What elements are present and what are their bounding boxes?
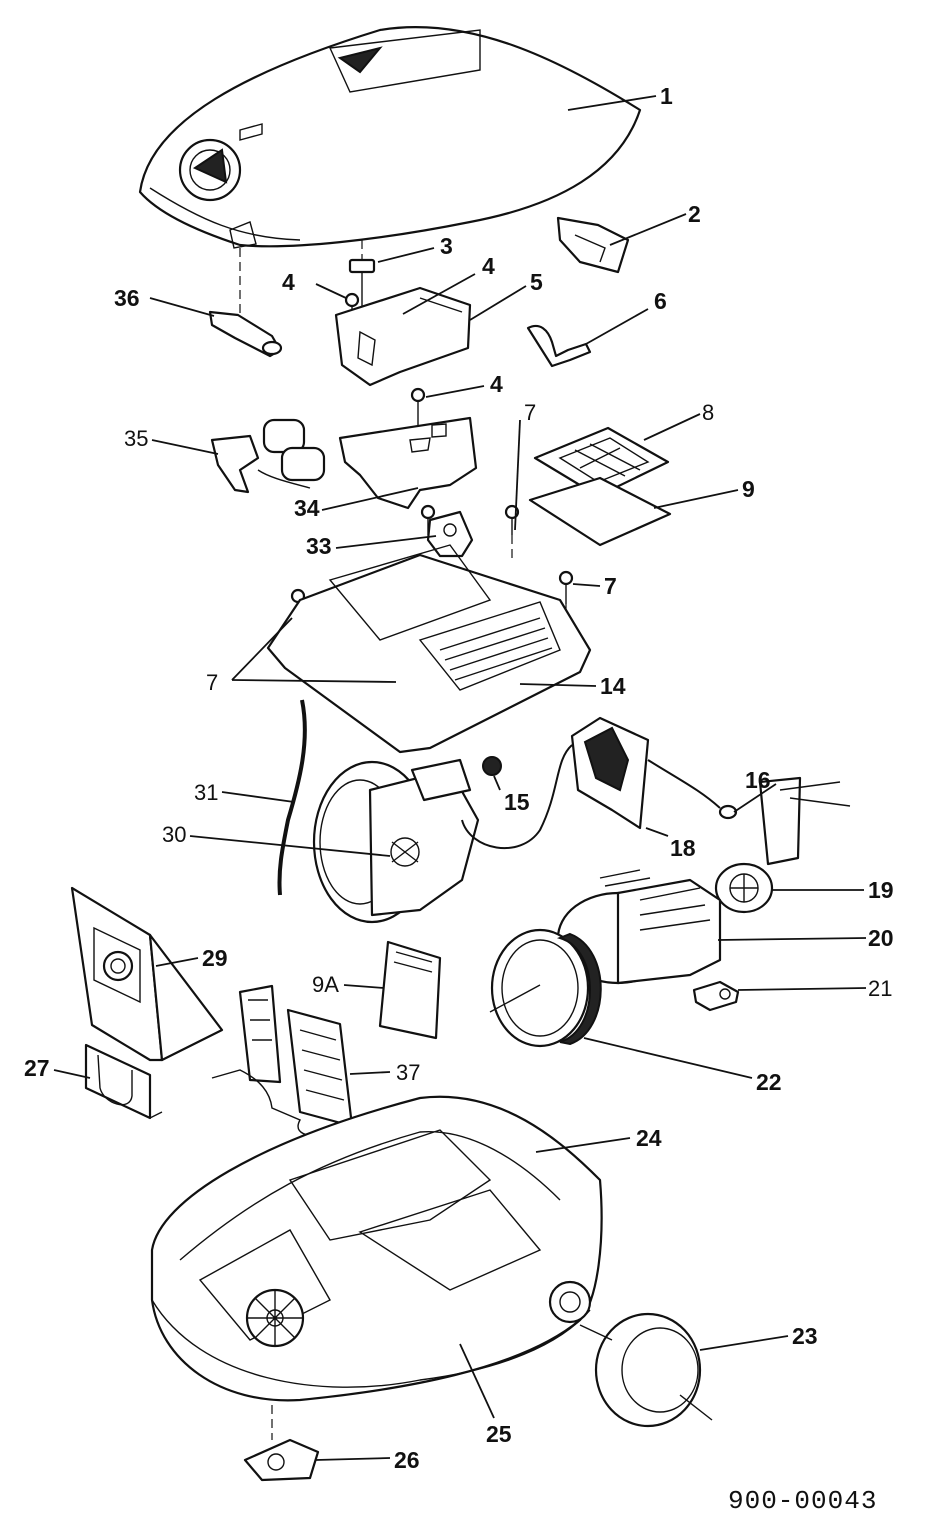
- part-22-motor-ring: [489, 928, 602, 1048]
- callout-27: 27: [24, 1055, 50, 1081]
- part-1-top-cover: [138, 26, 642, 249]
- callout-23: 23: [792, 1323, 818, 1349]
- part-7-screw: [420, 504, 436, 535]
- part-31-gasket: [277, 699, 307, 896]
- callout-31: 31: [194, 780, 218, 805]
- part-21-carbon-brush: [692, 980, 740, 1012]
- callout-21: 21: [868, 976, 892, 1001]
- callout-4: 4: [482, 253, 495, 279]
- part-7-screw: [504, 504, 520, 535]
- callout-18: 18: [670, 835, 696, 861]
- callout-36: 36: [114, 285, 140, 311]
- callout-7: 7: [206, 670, 218, 695]
- part-4-screw: [410, 387, 426, 425]
- callout-25: 25: [486, 1421, 512, 1447]
- callout-30: 30: [162, 822, 186, 847]
- part-16-cord: [647, 759, 851, 866]
- callout-7: 7: [604, 573, 617, 599]
- part-33-latch: [426, 510, 474, 558]
- callout-29: 29: [202, 945, 228, 971]
- part-24-25-base-housing: [150, 1095, 603, 1402]
- part-34-plate: [338, 416, 478, 510]
- part-29-dust-bag: [70, 886, 224, 1062]
- callout-7: 7: [524, 400, 536, 425]
- part-9a-filter: [378, 940, 442, 1040]
- wire: [461, 744, 573, 849]
- callout-5: 5: [530, 269, 543, 295]
- callout-9: 9: [742, 476, 755, 502]
- part-27-bag-holder: [84, 1043, 163, 1120]
- callout-9a: 9A: [312, 972, 339, 997]
- callout-37: 37: [396, 1060, 420, 1085]
- part-2-latch: [556, 216, 630, 274]
- part-20-motor: [556, 869, 722, 985]
- part-7-screw: [558, 570, 574, 604]
- part-5-bracket: [334, 286, 472, 387]
- callout-1: 1: [660, 83, 673, 109]
- part-30-cord-reel: [312, 758, 480, 924]
- callout-24: 24: [636, 1125, 662, 1151]
- callout-33: 33: [306, 533, 332, 559]
- drawing-number: 900-00043: [728, 1486, 877, 1516]
- callout-26: 26: [394, 1447, 420, 1473]
- callout-34: 34: [294, 495, 320, 521]
- part-23-wheel: [579, 1312, 713, 1428]
- part-9-filter: [528, 476, 672, 547]
- callout-2: 2: [688, 201, 701, 227]
- part-36-pin: [208, 310, 283, 358]
- callout-14: 14: [600, 673, 626, 699]
- callout-3: 3: [440, 233, 453, 259]
- callout-16: 16: [745, 767, 771, 793]
- callout-8: 8: [702, 400, 714, 425]
- part-37-comb-frame: [211, 984, 354, 1137]
- part-19-motor-cap: [714, 862, 774, 914]
- part-35-switch: [210, 418, 326, 494]
- callout-22: 22: [756, 1069, 782, 1095]
- part-6-clip: [526, 324, 592, 368]
- part-15-grommet: [482, 756, 502, 776]
- leader-lines: [53, 95, 867, 1461]
- callout-6: 6: [654, 288, 667, 314]
- part-14-chassis: [266, 544, 592, 754]
- callout-15: 15: [504, 789, 530, 815]
- callout-19: 19: [868, 877, 894, 903]
- part-18-switch-housing: [570, 716, 650, 830]
- callout-20: 20: [868, 925, 894, 951]
- callout-35: 35: [124, 426, 148, 451]
- callout-4: 4: [282, 269, 295, 295]
- part-26-castor: [243, 1438, 320, 1482]
- part-8-grille: [533, 426, 670, 498]
- callout-4: 4: [490, 371, 503, 397]
